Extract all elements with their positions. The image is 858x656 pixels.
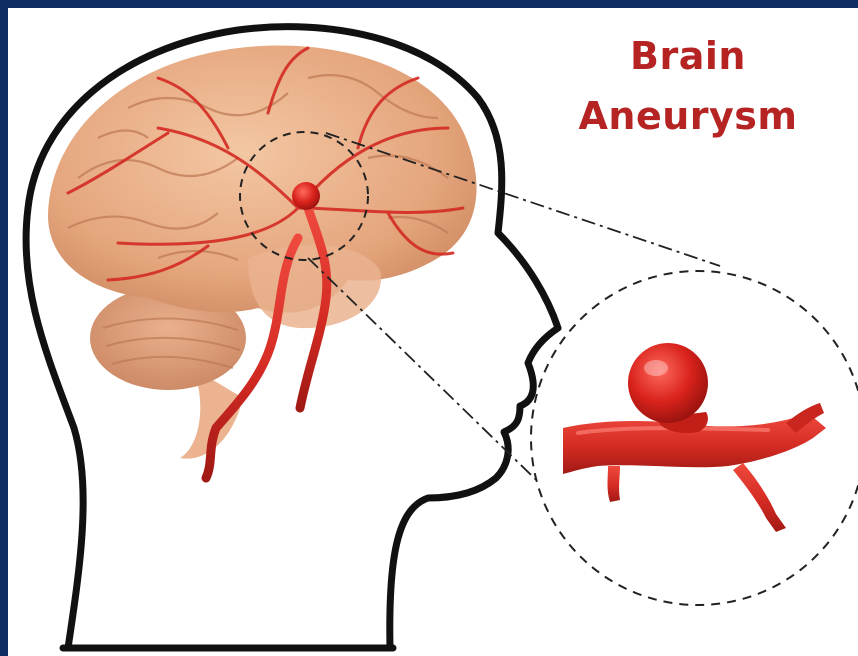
- title-line-1: Brain: [568, 34, 808, 78]
- title-line-2: Aneurysm: [568, 94, 808, 138]
- aneurysm-small: [292, 182, 320, 210]
- figure-frame: Brain Aneurysm: [8, 8, 858, 656]
